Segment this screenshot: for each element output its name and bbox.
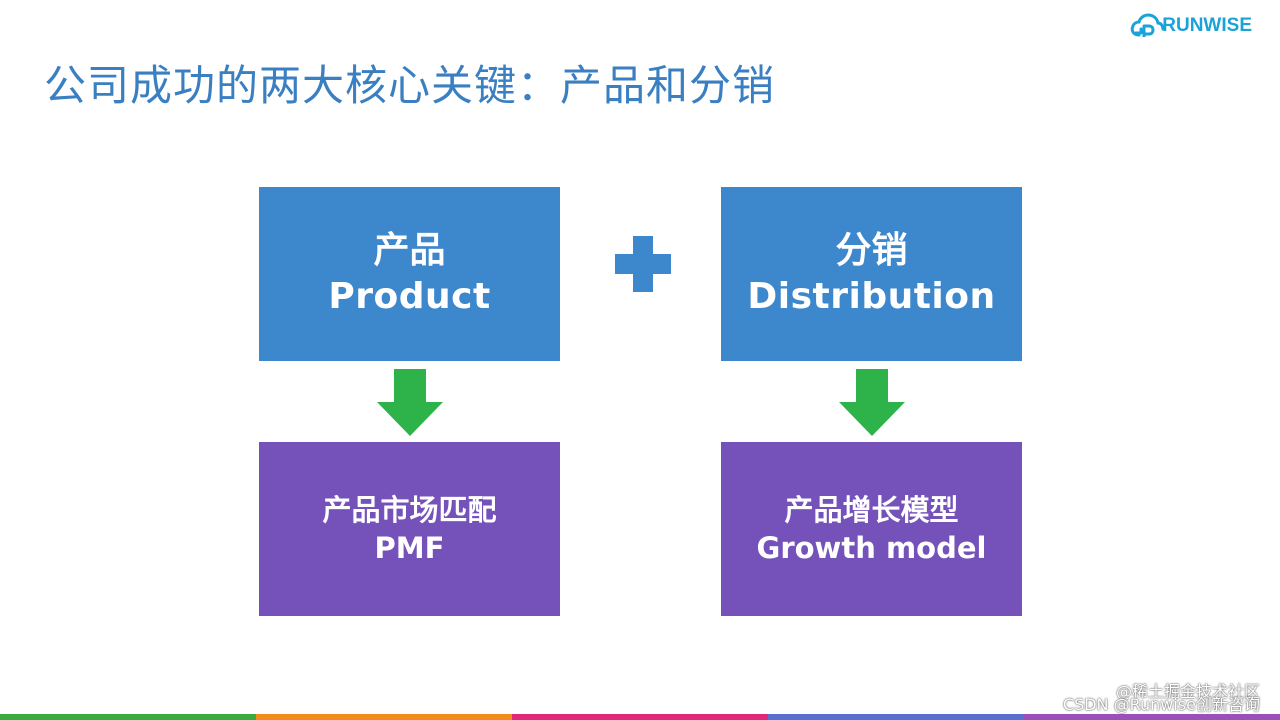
plus-icon — [614, 235, 672, 297]
watermark-juejin: @稀土掘金技术社区 — [1115, 682, 1260, 701]
arrow-down-icon — [839, 369, 905, 440]
product-label-zh: 产品 — [373, 230, 446, 271]
logo-text: RUNWISE — [1162, 15, 1252, 36]
slide-title: 公司成功的两大核心关键：产品和分销 — [44, 61, 776, 110]
pmf-label-en: PMF — [374, 531, 445, 565]
cloud-logo-icon — [1131, 13, 1165, 37]
distribution-box: 分销 Distribution — [721, 187, 1022, 361]
growth-label-zh: 产品增长模型 — [784, 493, 959, 527]
bottom-color-bar — [0, 714, 1280, 720]
bar-segment — [256, 714, 512, 720]
distribution-label-zh: 分销 — [835, 230, 908, 271]
product-box: 产品 Product — [259, 187, 560, 361]
watermark-csdn: CSDN @Runwise创新咨询 — [1062, 695, 1260, 714]
bar-segment — [512, 714, 768, 720]
arrow-down-icon — [377, 369, 443, 440]
bar-segment — [768, 714, 1024, 720]
bar-segment — [1024, 714, 1280, 720]
growth-model-box: 产品增长模型 Growth model — [721, 442, 1022, 616]
distribution-label-en: Distribution — [747, 276, 996, 317]
pmf-label-zh: 产品市场匹配 — [322, 493, 497, 527]
bar-segment — [0, 714, 256, 720]
runwise-logo: RUNWISE — [1130, 12, 1252, 40]
pmf-box: 产品市场匹配 PMF — [259, 442, 560, 616]
product-label-en: Product — [328, 276, 491, 317]
growth-label-en: Growth model — [756, 531, 987, 565]
